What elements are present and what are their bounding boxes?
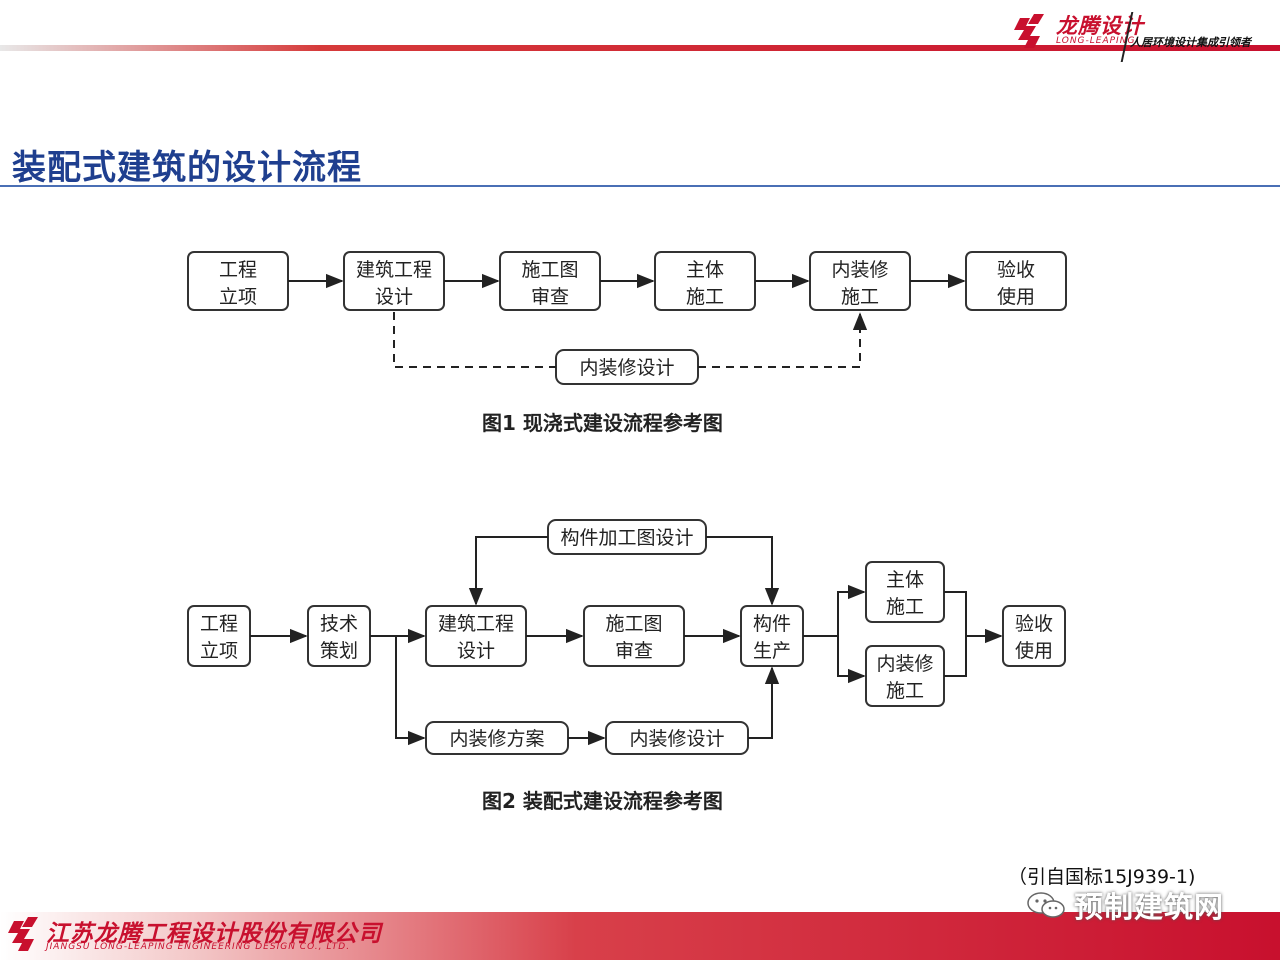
d1-label-n1-l2: 立项 <box>219 286 257 308</box>
footer-red-bar <box>0 912 1280 960</box>
d1-label-n6-l1: 验收 <box>997 259 1035 281</box>
d2-label-a7-l1: 内装修 <box>876 653 933 675</box>
d2-label-a2-l2: 策划 <box>320 640 358 662</box>
d1-node-acceptance <box>965 251 1067 311</box>
d2-loop-top-right <box>706 536 780 606</box>
d2-label-a6-l2: 施工 <box>886 596 924 618</box>
d1-label-n1-l1: 工程 <box>219 259 257 281</box>
d1-label-n3-l2: 审查 <box>531 286 569 308</box>
d2-label-a1-l1: 工程 <box>200 613 238 635</box>
d2-node-acceptance <box>1002 605 1066 667</box>
company-name: 江苏龙腾工程设计股份有限公司 <box>46 921 382 947</box>
d2-label-a4-l1: 施工图 <box>605 613 662 635</box>
company-name-en: JIANGSU LONG-LEAPING ENGINEERING DESIGN … <box>46 942 351 952</box>
brand-name-en: LONG-LEAPING <box>1056 36 1136 46</box>
watermark: 预制建筑网 <box>1026 884 1224 926</box>
d2-label-a8-l2: 使用 <box>1015 640 1053 662</box>
d2-fork-interior <box>837 636 866 684</box>
d2-join-interior <box>944 636 967 677</box>
d2-label-top: 构件加工图设计 <box>560 527 693 549</box>
d2-label-a1-l2: 立项 <box>200 640 238 662</box>
d2-join-main <box>944 591 967 636</box>
d1-label-n4-l2: 施工 <box>686 286 724 308</box>
d2-label-a2-l1: 技术 <box>320 613 358 635</box>
d2-label-a8-l1: 验收 <box>1015 613 1053 635</box>
d1-caption: 图1 现浇式建设流程参考图 <box>482 411 723 435</box>
d1-label-n3-l1: 施工图 <box>521 259 578 281</box>
brand-logo-icon <box>1014 14 1044 48</box>
d1-label-n2-l2: 设计 <box>375 286 413 308</box>
d2-label-a7-l2: 施工 <box>886 680 924 702</box>
d1-label-n2-l1: 建筑工程 <box>356 259 432 281</box>
d2-label-a6-l1: 主体 <box>886 569 924 591</box>
page-title: 装配式建筑的设计流程 <box>12 148 362 188</box>
d2-caption: 图2 装配式建设流程参考图 <box>482 789 723 813</box>
d2-label-b2: 内装修设计 <box>629 728 724 750</box>
d1-label-n4-l1: 主体 <box>686 259 724 281</box>
source-citation: （引自国标15J939-1) <box>1008 866 1196 888</box>
d2-loop-top-left <box>468 536 548 606</box>
d2-label-a4-l2: 审查 <box>615 640 653 662</box>
header-logo: 龙腾设计 LONG-LEAPING 人居环境设计集成引领者 <box>1010 8 1272 62</box>
header-red-bar <box>0 45 1280 51</box>
d2-label-a5-l2: 生产 <box>753 640 791 662</box>
d2-label-a5-l1: 构件 <box>753 613 791 635</box>
d2-label-a3-l2: 设计 <box>457 640 495 662</box>
d2-label-a3-l1: 建筑工程 <box>438 613 514 635</box>
d1-label-n6-l2: 使用 <box>997 286 1035 308</box>
brand-slogan: 人居环境设计集成引领者 <box>1130 36 1251 49</box>
d2-arrow-design-production <box>748 666 780 739</box>
d2-branch-interior <box>395 636 426 746</box>
wechat-icon <box>1027 892 1065 918</box>
company-logo-icon <box>8 917 38 951</box>
d1-dashed-branch-right <box>698 312 868 368</box>
watermark-text: 预制建筑网 <box>1074 890 1225 924</box>
d1-label-n5-l1: 内装修 <box>831 259 888 281</box>
d2-label-b1: 内装修方案 <box>449 728 544 750</box>
d1-label-dashed: 内装修设计 <box>579 357 674 379</box>
d1-dashed-branch-left <box>393 312 556 368</box>
d2-fork-main <box>803 584 866 637</box>
title-underline <box>0 185 1280 187</box>
d1-label-n5-l2: 施工 <box>841 286 879 308</box>
